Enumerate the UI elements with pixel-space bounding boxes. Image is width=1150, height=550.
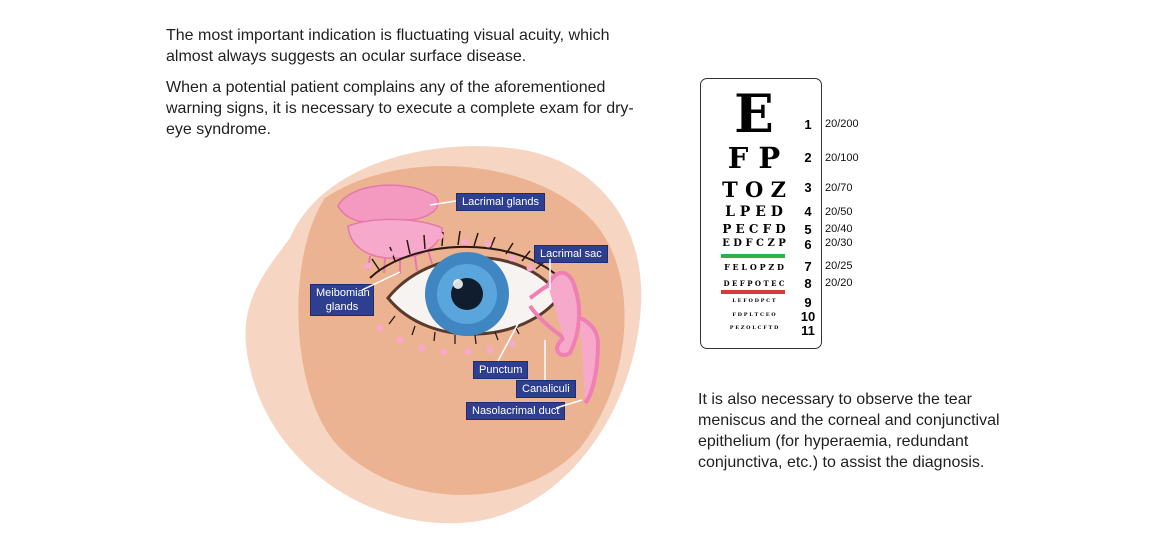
label-lacrimal-sac: Lacrimal sac [534, 245, 608, 263]
label-nasolacrimal-duct: Nasolacrimal duct [466, 402, 566, 420]
label-lacrimal-glands: Lacrimal glands [456, 193, 546, 211]
acuity-20-50: 20/50 [825, 206, 853, 218]
chart-row-3-letters: T O Z [722, 177, 786, 202]
acuity-20-20: 20/20 [825, 277, 853, 289]
chart-row-7-letters: F E L O P Z D [724, 262, 784, 272]
chart-row-11-letters: P E Z O L C F T D [729, 325, 779, 331]
label-punctum: Punctum [473, 361, 529, 379]
chart-line-number-4: 4 [804, 204, 812, 219]
lacrimal-gland-shape [337, 184, 443, 274]
chart-line-number-11: 11 [801, 323, 815, 338]
acuity-20-200: 20/200 [825, 118, 859, 130]
chart-line-number-9: 9 [804, 295, 812, 310]
chart-row-6-letters: E D F C Z P [722, 238, 786, 249]
chart-line-number-5: 5 [804, 222, 812, 237]
chart-row-4-letters: L P E D [725, 204, 783, 220]
label-canaliculi: Canaliculi [516, 380, 576, 398]
acuity-20-40: 20/40 [825, 223, 853, 235]
outro-paragraph: It is also necessary to observe the tear… [698, 391, 1000, 471]
acuity-20-70: 20/70 [825, 182, 853, 194]
acuity-20-25: 20/25 [825, 260, 853, 272]
chart-line-number-10: 10 [800, 309, 816, 324]
acuity-20-100: 20/100 [825, 152, 859, 164]
intro-paragraph-1: The most important indication is fluctua… [166, 27, 610, 65]
chart-row-5-letters: P E C F D [722, 222, 786, 236]
chart-line-number-2: 2 [804, 150, 812, 165]
label-meibomian-glands: Meibomian glands [310, 284, 374, 316]
upper-eyelashes [369, 245, 561, 279]
eye-anatomy-illustration [245, 146, 642, 524]
chart-red-bar [721, 290, 785, 294]
chart-row-9-letters: L E F O D P C T [732, 298, 776, 304]
chart-line-number-7: 7 [804, 259, 812, 274]
chart-row-8-letters: D E F P O T E C [723, 279, 785, 288]
chart-row-2-letters: F P [727, 141, 781, 175]
chart-row-10-letters: F D P L T C E O [732, 312, 776, 318]
chart-line-number-3: 3 [804, 180, 812, 195]
chart-line-number-1: 1 [804, 117, 812, 132]
intro-paragraph-2: When a potential patient complains any o… [166, 79, 634, 138]
meibomian-gland-dots [364, 232, 534, 356]
chart-row-1-letters: E [734, 84, 774, 145]
snellen-eye-chart: E F P T O Z L P E D P E C F D E D F C Z … [700, 78, 822, 349]
lower-eyelashes [388, 315, 520, 345]
chart-line-number-8: 8 [804, 276, 812, 291]
lacrimal-drainage-shape [528, 270, 601, 405]
acuity-20-30: 20/30 [825, 237, 853, 249]
chart-green-bar [721, 254, 785, 258]
chart-line-number-6: 6 [804, 237, 812, 252]
